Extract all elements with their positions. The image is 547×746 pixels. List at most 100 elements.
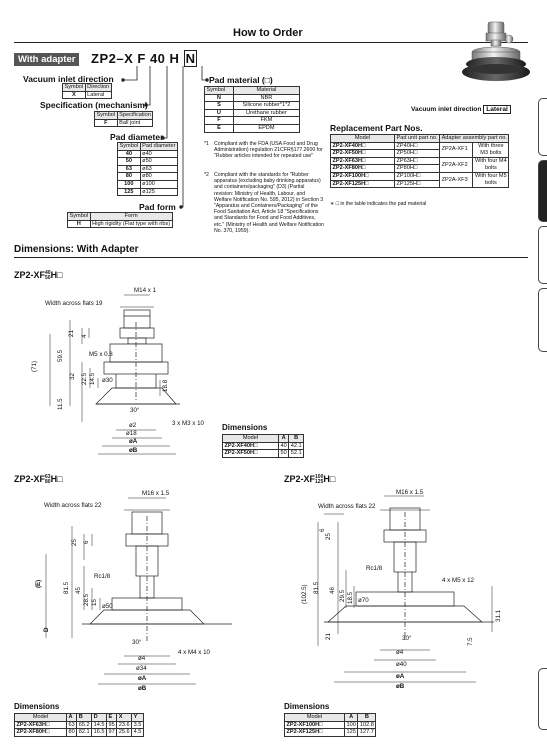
table-cell: 97 — [106, 728, 118, 737]
table-cell: 80 — [117, 172, 141, 181]
table-cell: 23.6 — [116, 720, 133, 730]
table-cell: 63 — [117, 164, 141, 174]
table-cell: 25.6 — [116, 728, 133, 737]
table-cell: 102.8 — [357, 720, 377, 730]
table-cell: ZP2-XF100H□ — [330, 171, 395, 181]
table-cell: F — [204, 116, 234, 125]
fig3-drawing: M16 x 1.5 Width across flats 22 25 6 (10… — [301, 489, 502, 690]
pad-diameter-label: Pad diameter — [110, 132, 164, 142]
table-cell: H — [67, 219, 91, 229]
fig2-dim-o34: ø34 — [136, 665, 147, 672]
fig2-dim-e: (E) — [35, 580, 42, 588]
replacement-table: Model Pad unit part no. Adapter assembly… — [330, 134, 510, 189]
table-cell: ø63 — [139, 164, 178, 174]
fig2-dim-815: 81.5 — [63, 581, 70, 594]
dimensions-title: Dimensions: With Adapter — [14, 244, 139, 255]
code-40: 40 — [149, 51, 166, 66]
replacement-note: ∗ □ in the table indicates the pad mater… — [330, 201, 427, 207]
table-header: Form — [89, 212, 173, 221]
code-f: F — [137, 51, 146, 66]
table-cell: ZP80H□ — [393, 164, 441, 173]
fig1-dim-595: 59.5 — [57, 349, 64, 362]
fig1-label-main: ZP2-XF — [14, 270, 46, 280]
table-cell: 127.7 — [357, 728, 377, 737]
table-cell: ZP2-XF40H□ — [330, 141, 395, 151]
fig1-dim-waf: Width across flats 19 — [45, 300, 103, 307]
side-tab-active[interactable] — [538, 160, 547, 222]
fig3-dim-1025: (102.5) — [301, 584, 308, 604]
photo-caption: Vacuum inlet direction Lateral — [411, 105, 511, 114]
side-tab[interactable] — [538, 288, 547, 352]
photo-caption-label: Vacuum inlet direction — [411, 106, 482, 113]
table-cell: ZP2A-XF1 — [439, 141, 474, 158]
side-tab[interactable] — [538, 226, 547, 284]
table-cell: Silicone rubber*1*2 — [232, 101, 301, 110]
fig3-label-main: ZP2-XF — [284, 474, 316, 484]
fig1-dim-a30: 30° — [130, 407, 140, 414]
fig2-dim-15: 15 — [91, 599, 98, 606]
fig1-dim-225: 22.5 — [81, 372, 88, 385]
order-code: ZP2–X F 40 H N — [91, 50, 198, 67]
table-header: B — [357, 713, 377, 722]
fig3-dim-46: 46 — [329, 587, 336, 594]
table-cell: 82.1 — [76, 728, 93, 737]
fig3-label-end: H□ — [323, 474, 336, 484]
fig1-dim-32: 32 — [69, 373, 76, 380]
table-header: Symbol — [204, 86, 234, 95]
fig1-dim-m3: 3 x M3 x 10 — [172, 420, 205, 427]
table-cell: ZP2A-XF2 — [439, 156, 474, 173]
dim-table3-title: Dimensions — [284, 702, 330, 711]
table-cell: 65.2 — [76, 720, 93, 730]
fig3-dim-295: 29.5 — [339, 589, 346, 602]
side-tab[interactable] — [538, 98, 547, 156]
table-cell: ZP125H□ — [393, 179, 441, 189]
fig2-dim-oa: øA — [138, 675, 147, 682]
note-2-mark: *2 — [204, 172, 209, 178]
table-cell: ZP63H□ — [393, 156, 441, 166]
table-cell: Ball joint — [116, 118, 154, 128]
dimensions-rule — [14, 257, 528, 258]
table-cell: With four M5 bolts — [472, 171, 510, 189]
fig1-dim-m5: M5 x 0.8 — [89, 351, 113, 358]
table-cell: X — [62, 90, 86, 100]
fig2-label-bot: 80 — [45, 478, 51, 485]
table-header: Y — [131, 713, 144, 722]
table-header: Pad unit part no. — [393, 134, 441, 143]
fig1-dim-145: 14.5 — [89, 372, 96, 385]
fig2-dim-ob: øB — [138, 685, 147, 692]
pad-material-label: Pad material (□) — [209, 75, 273, 85]
fig3-dim-o70: ø70 — [358, 597, 369, 604]
table-header: D — [91, 713, 108, 722]
replacement-title: Replacement Part Nos. — [330, 123, 423, 133]
table-cell: Lateral — [84, 90, 112, 100]
table-cell: ZP2-XF80H□ — [14, 728, 67, 737]
fig1-dim-21: 21 — [68, 330, 75, 337]
fig2-drawing: M16 x 1.5 Width across flats 22 25 6 (E)… — [35, 490, 232, 692]
pad-form-label: Pad form — [139, 202, 176, 212]
table-cell: ø125 — [139, 187, 178, 197]
fig3-dim-o40: ø40 — [396, 661, 407, 668]
table-cell: ZP2-XF100H□ — [284, 720, 345, 730]
code-n: N — [183, 50, 198, 67]
table-cell: Urethane rubber — [232, 108, 301, 118]
table-cell: ø50 — [139, 157, 178, 166]
table-cell: With four M4 bolts — [472, 156, 510, 173]
note-1: Compliant with the FDA (USA Food and Dru… — [214, 141, 323, 160]
page-title: How to Order — [233, 27, 303, 39]
table-header: Pad diameter — [139, 142, 178, 151]
with-adapter-badge: With adapter — [14, 53, 80, 66]
fig3-dim-rc: Rc1/8 — [366, 565, 383, 572]
side-tab[interactable] — [538, 668, 547, 730]
fig3-label-bot: 125 — [315, 478, 324, 485]
title-rule — [14, 42, 528, 43]
table-cell: ZP2-XF50H□ — [330, 149, 395, 158]
table-header: X — [116, 713, 133, 722]
table-cell: 16.5 — [91, 728, 108, 737]
order-connector-lines — [121, 66, 209, 209]
vacuum-inlet-label: Vacuum inlet direction — [23, 74, 114, 84]
fig2-dim-45: 45 — [75, 587, 82, 594]
table-cell: ZP100H□ — [393, 171, 441, 181]
table-cell: 4.5 — [131, 728, 144, 737]
